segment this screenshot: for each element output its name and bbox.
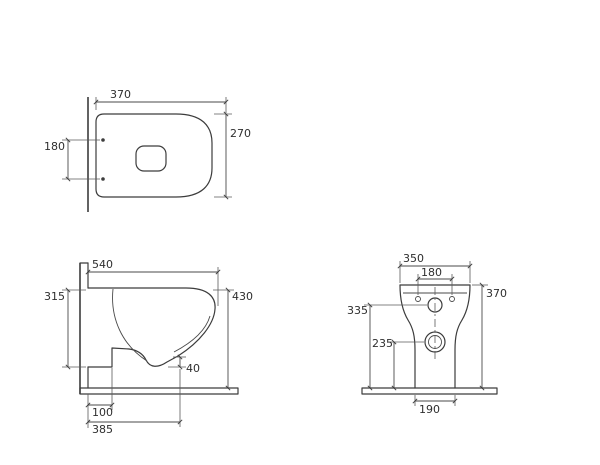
dim-label-side-rim-height: 430 [232, 290, 253, 303]
bowl-inner-line [112, 288, 148, 362]
front-view: 350 180 370 335 235 190 [347, 252, 507, 416]
fixing-hole-top [101, 138, 105, 142]
dim-label-side-wall-offset: 100 [92, 406, 113, 419]
dimension-front-outlet-height: 235 [372, 337, 424, 391]
dimension-side-rim-height: 430 [213, 287, 253, 391]
dimension-front-fixing-spacing: 180 [415, 266, 455, 295]
dimension-front-inlet-height: 335 [347, 302, 427, 391]
dim-label-side-lip: 40 [186, 362, 200, 375]
dimension-plan-depth: 370 [93, 88, 229, 113]
dimension-side-lip: 40 [168, 354, 200, 375]
plan-view: 370 270 180 [44, 88, 251, 212]
dim-label-front-base-width: 190 [419, 403, 440, 416]
dim-label-front-inlet-height: 335 [347, 304, 368, 317]
body-left-edge [399, 284, 416, 389]
fixing-hole-left [415, 296, 421, 302]
floor-line [79, 387, 239, 395]
dimension-front-width: 350 [397, 252, 473, 283]
dim-label-plan-fixing: 180 [44, 140, 65, 153]
dimension-side-body-height: 315 [44, 287, 86, 370]
floor-line [361, 387, 498, 395]
dim-label-front-height: 370 [486, 287, 507, 300]
dim-label-side-body-height: 315 [44, 290, 65, 303]
dimension-side-bottom-depth: 385 [85, 369, 183, 436]
dimension-plan-fixing-spacing: 180 [44, 137, 100, 182]
dim-label-plan-width: 270 [230, 127, 251, 140]
dimension-plan-width: 270 [214, 111, 251, 200]
body-right-edge [454, 284, 471, 389]
side-view: 540 315 430 40 100 385 [44, 258, 253, 436]
dim-label-side-depth: 540 [92, 258, 113, 271]
dim-label-side-bottom-depth: 385 [92, 423, 113, 436]
dimension-side-depth: 540 [85, 258, 221, 306]
dim-label-front-fixing: 180 [421, 266, 442, 279]
fixing-hole-right [449, 296, 455, 302]
dimension-front-height: 370 [472, 282, 507, 391]
dimension-side-wall-offset: 100 [85, 368, 115, 428]
dim-label-plan-depth: 370 [110, 88, 131, 101]
bowl-outline [95, 113, 213, 198]
bowl-profile [87, 287, 216, 368]
dimension-front-base-width: 190 [412, 395, 458, 416]
seat-cutout [135, 145, 167, 172]
dim-label-front-width: 350 [403, 252, 424, 265]
fixing-hole-bottom [101, 177, 105, 181]
dim-label-front-outlet-height: 235 [372, 337, 393, 350]
rim-inner-line [173, 315, 211, 353]
